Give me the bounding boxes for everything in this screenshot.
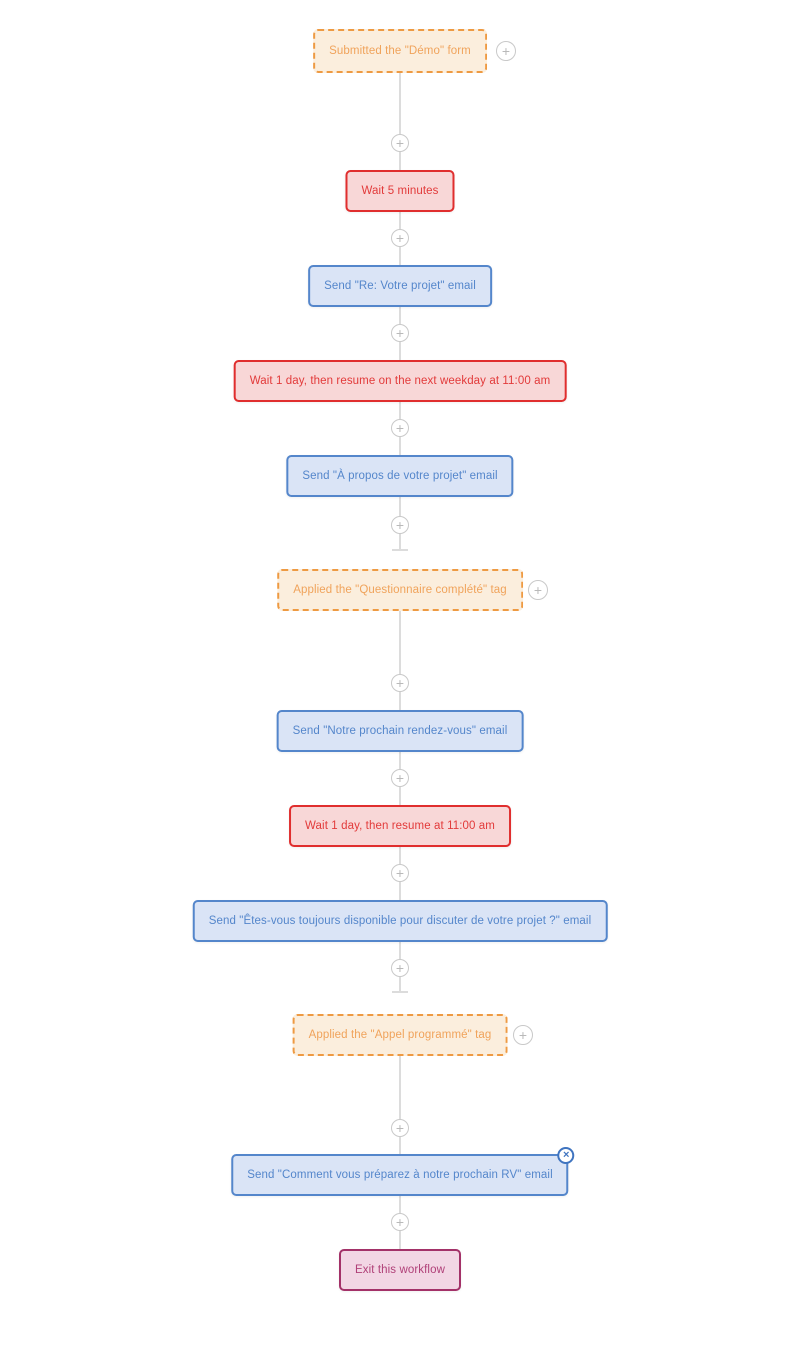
node-label: Wait 1 day, then resume at 11:00 am — [305, 820, 495, 832]
add-trigger-button[interactable]: + — [496, 41, 516, 61]
node-label: Wait 5 minutes — [361, 185, 439, 197]
node-label: Send "Notre prochain rendez-vous" email — [292, 725, 508, 737]
plus-icon: + — [395, 134, 405, 151]
add-trigger-button[interactable]: + — [528, 580, 548, 600]
plus-icon: + — [533, 581, 543, 598]
add-step-button[interactable]: + — [391, 1119, 409, 1137]
close-icon: × — [562, 1148, 570, 1161]
node-wait-1-day-weekday[interactable]: Wait 1 day, then resume on the next week… — [233, 360, 567, 402]
node-email-prochain-rendez-vous[interactable]: Send "Notre prochain rendez-vous" email — [276, 710, 524, 752]
connector-line — [399, 73, 401, 170]
node-label: Send "Êtes-vous toujours disponible pour… — [208, 915, 592, 927]
node-trigger-demo-form[interactable]: Submitted the "Démo" form — [313, 29, 487, 73]
node-label: Exit this workflow — [355, 1264, 445, 1276]
add-step-button[interactable]: + — [391, 769, 409, 787]
node-label: Send "Comment vous préparez à notre proc… — [247, 1169, 553, 1181]
plus-icon: + — [395, 674, 405, 691]
add-step-button[interactable]: + — [391, 1213, 409, 1231]
node-trigger-appel-programme-tag[interactable]: Applied the "Appel programmé" tag — [292, 1014, 508, 1056]
plus-icon: + — [395, 1119, 405, 1136]
plus-icon: + — [395, 516, 405, 533]
node-email-a-propos-projet[interactable]: Send "À propos de votre projet" email — [286, 455, 514, 497]
add-step-button[interactable]: + — [391, 229, 409, 247]
node-wait-1-day[interactable]: Wait 1 day, then resume at 11:00 am — [289, 805, 511, 847]
node-label: Applied the "Appel programmé" tag — [308, 1029, 492, 1041]
node-email-re-votre-projet[interactable]: Send "Re: Votre projet" email — [308, 265, 492, 307]
node-wait-5-minutes[interactable]: Wait 5 minutes — [345, 170, 455, 212]
plus-icon: + — [395, 324, 405, 341]
plus-icon: + — [395, 1213, 405, 1230]
plus-icon: + — [395, 959, 405, 976]
add-step-button[interactable]: + — [391, 864, 409, 882]
plus-icon: + — [518, 1026, 528, 1043]
add-step-button[interactable]: + — [391, 419, 409, 437]
add-step-button[interactable]: + — [391, 134, 409, 152]
add-step-button[interactable]: + — [391, 516, 409, 534]
plus-icon: + — [395, 769, 405, 786]
remove-node-button[interactable]: × — [557, 1147, 575, 1164]
node-label: Send "À propos de votre projet" email — [302, 470, 498, 482]
plus-icon: + — [395, 864, 405, 881]
plus-icon: + — [395, 419, 405, 436]
add-step-button[interactable]: + — [391, 324, 409, 342]
node-label: Wait 1 day, then resume on the next week… — [249, 375, 551, 387]
plus-icon: + — [501, 42, 511, 59]
plus-icon: + — [395, 229, 405, 246]
connector-line — [399, 611, 401, 710]
add-step-button[interactable]: + — [391, 959, 409, 977]
branch-end-cap — [392, 991, 408, 993]
node-label: Applied the "Questionnaire complété" tag — [293, 584, 507, 596]
node-label: Send "Re: Votre projet" email — [324, 280, 476, 292]
node-email-comment-vous-preparez[interactable]: Send "Comment vous préparez à notre proc… — [231, 1147, 575, 1196]
connector-line — [399, 1056, 401, 1154]
node-label: Submitted the "Démo" form — [329, 45, 471, 57]
node-trigger-questionnaire-tag[interactable]: Applied the "Questionnaire complété" tag — [277, 569, 523, 611]
add-trigger-button[interactable]: + — [513, 1025, 533, 1045]
node-email-etes-vous-disponible[interactable]: Send "Êtes-vous toujours disponible pour… — [192, 900, 608, 942]
node-exit-workflow[interactable]: Exit this workflow — [339, 1249, 461, 1291]
add-step-button[interactable]: + — [391, 674, 409, 692]
branch-end-cap — [392, 549, 408, 551]
